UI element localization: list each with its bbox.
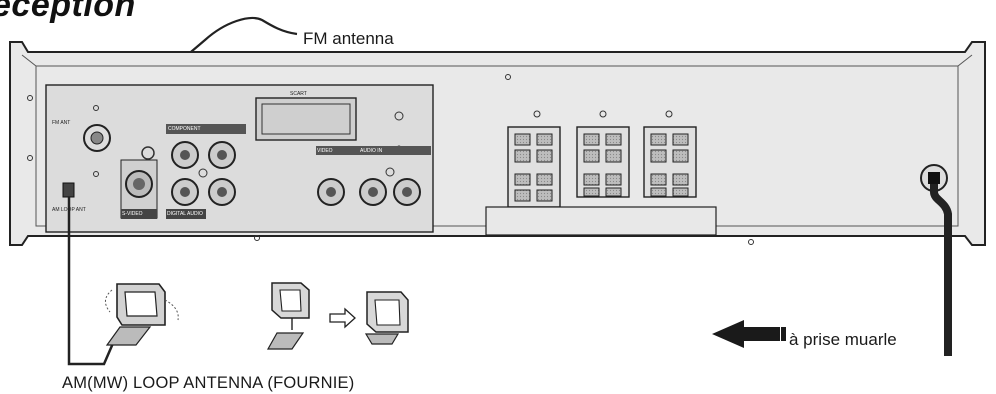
loop-antenna-step-2 (364, 291, 409, 345)
audio-in-panel-label: AUDIO IN (360, 148, 383, 154)
fm-ant-panel-label: FM ANT (52, 120, 71, 126)
mains-outlet-label: à prise muarle (789, 330, 897, 349)
digital-audio-panel-label: DIGITAL AUDIO (167, 211, 203, 217)
am-loop-ant-panel-label: AM LOOP ANT (52, 207, 86, 213)
loop-antenna-icon (105, 283, 179, 346)
speaker-terminals (485, 110, 717, 236)
am-antenna-wire (67, 197, 119, 366)
component-panel-label: COMPONENT (168, 126, 201, 132)
am-loop-terminal (62, 182, 75, 198)
loop-antenna-step-1 (266, 282, 310, 350)
left-arrow-icon (712, 320, 786, 348)
svideo-panel-label: S-VIDEO (122, 211, 143, 217)
connector-panel (45, 84, 434, 233)
fm-antenna-label: FM antenna (303, 29, 394, 48)
speaker-label-plate (485, 206, 717, 236)
scart-label: SCART (290, 91, 307, 97)
right-arrow-icon (329, 307, 356, 329)
am-loop-antenna-label: AM(MW) LOOP ANTENNA (FOURNIE) (62, 374, 355, 392)
video-panel-label: VIDEO (317, 148, 333, 154)
page-title: eception (0, 0, 136, 24)
power-plug-icon (920, 164, 952, 356)
scart-connector (255, 97, 357, 141)
